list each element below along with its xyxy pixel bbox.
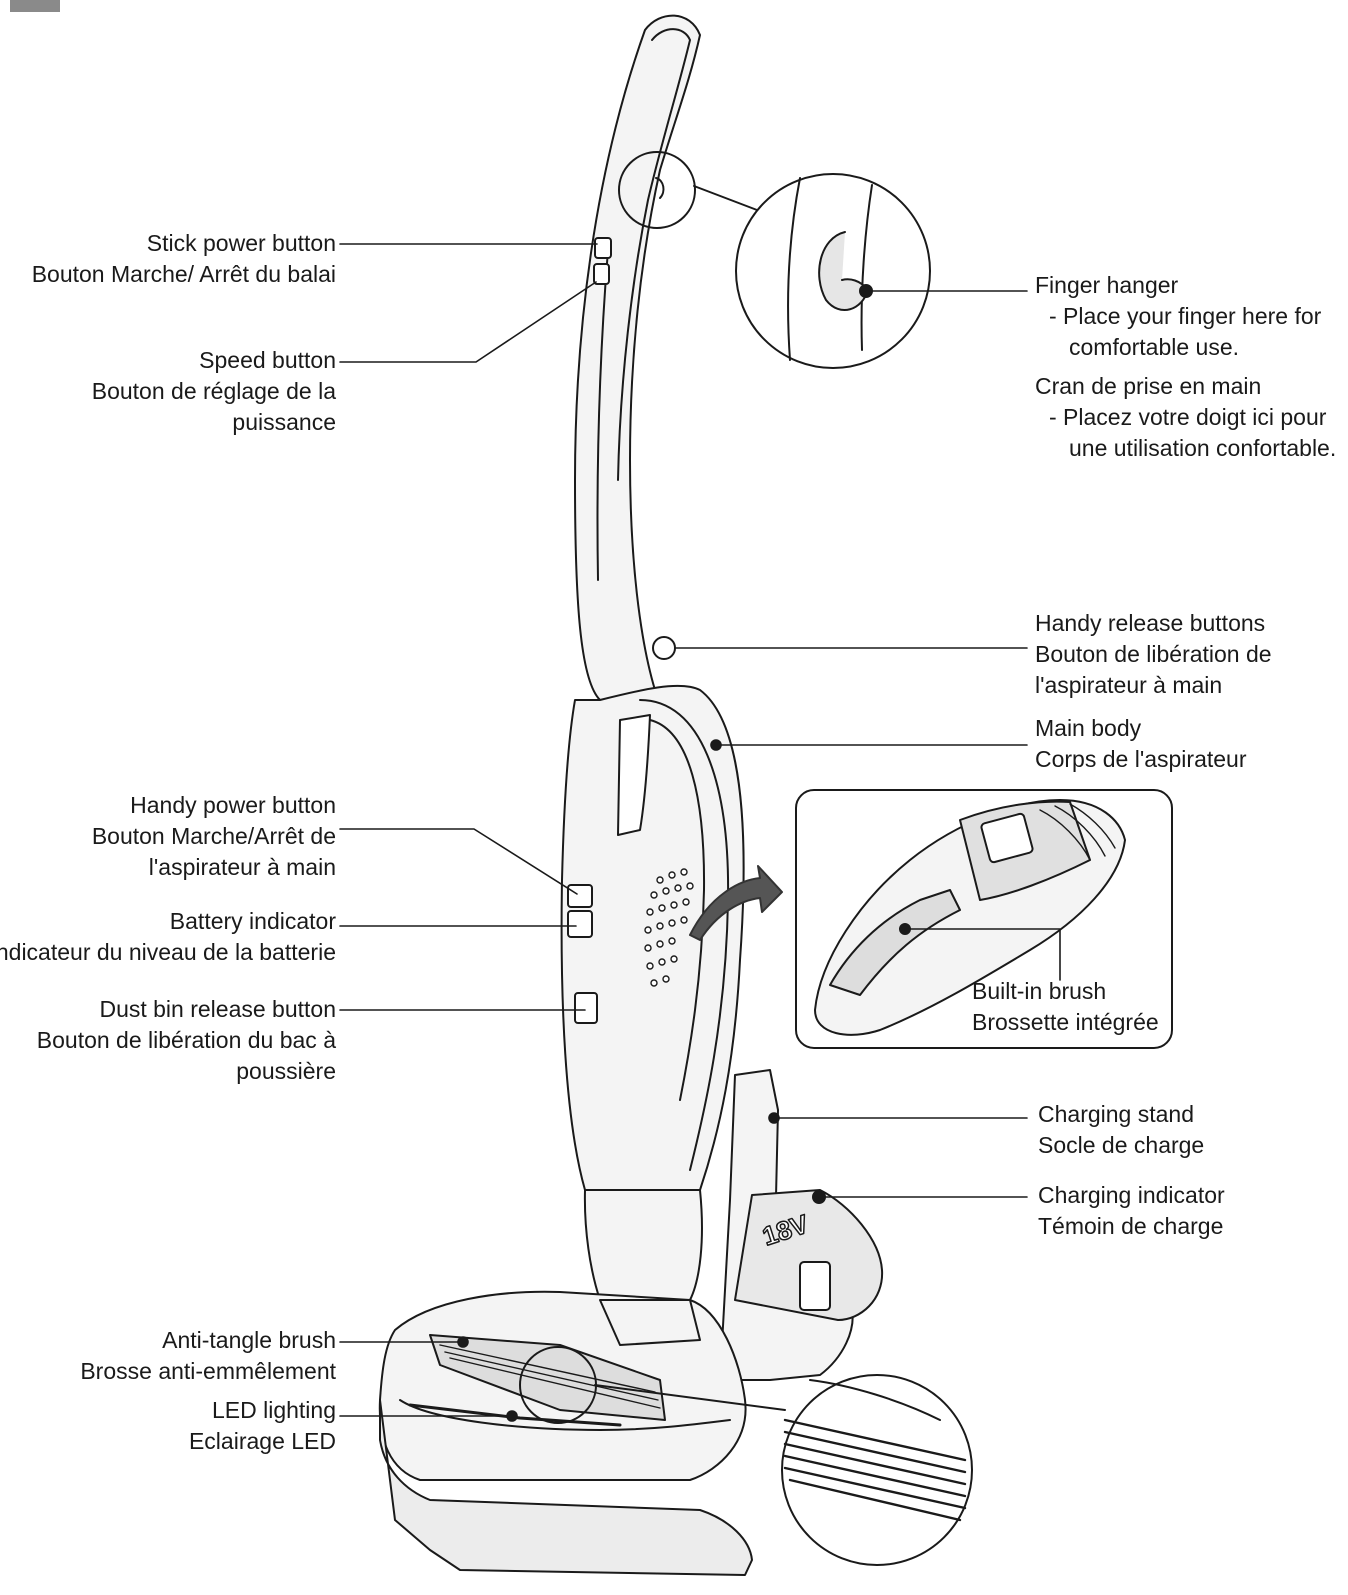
battery-pack: [734, 1189, 884, 1321]
dust-bin-release-label: Dust bin release button Bouton de libéra…: [36, 996, 336, 1084]
brush-zoom-housing: [809, 1379, 941, 1421]
stick-edge-line: [596, 249, 609, 581]
finger-hanger-zoom-edge1: [787, 177, 801, 361]
lower-body: [583, 1189, 703, 1301]
stick-handle: [574, 14, 701, 701]
main-body-outer: [560, 684, 745, 1191]
battery-indicator-label: Battery indicator Indicateur du niveau d…: [0, 908, 336, 965]
built-in-brush-shape: [829, 889, 961, 996]
finger-hanger-zoom-edge2: [860, 184, 873, 351]
dust-bin-window: [617, 714, 651, 836]
brush-stripes: [439, 1344, 661, 1409]
floor-nozzle-rim: [399, 1399, 731, 1431]
brush-zoom-circle: [781, 1374, 973, 1566]
handy-release-buttons-label: Handy release buttons Bouton de libérati…: [1035, 610, 1272, 698]
handy-unit-latch: [980, 812, 1034, 864]
finger-hanger-callout-circle: [618, 151, 696, 229]
charging-indicator-label: Charging indicator Témoin de charge: [1038, 1182, 1225, 1239]
brush-zoom-stripes: [783, 1418, 967, 1522]
built-in-brush-label: Built-in brush Brossette intégrée: [972, 978, 1159, 1035]
handy-power-button-shape: [567, 884, 593, 908]
battery-indicator-shape: [567, 910, 593, 938]
grille-dots: [644, 868, 694, 987]
zoom-connector-bottom: [594, 1384, 786, 1411]
stick-handle-inner: [617, 28, 691, 481]
charging-stand-label: Charging stand Socle de charge: [1038, 1101, 1205, 1158]
speed-button-shape: [593, 263, 610, 285]
stick-power-button-label: Stick power button Bouton Marche/ Arrêt …: [31, 230, 336, 287]
stick-power-button-shape: [594, 237, 612, 259]
leader-lines: [339, 243, 1061, 1422]
dust-bin-release-shape: [574, 992, 598, 1024]
finger-hanger-zoom-hook: [818, 231, 869, 311]
detail-arrow: [689, 865, 783, 941]
handy-release-button-shape: [652, 636, 676, 660]
anti-tangle-brush-label: Anti-tangle brush Brosse anti-emmêlement: [80, 1327, 336, 1384]
finger-hanger-notch: [655, 177, 665, 199]
main-body-arc-inner: [649, 719, 706, 1101]
speed-button-label: Speed button Bouton de réglage de la pui…: [91, 347, 336, 435]
floor-nozzle-base: [379, 1399, 753, 1576]
corner-tab: [10, 0, 60, 12]
led-lighting-label: LED lighting Eclairage LED: [188, 1397, 336, 1454]
led-lighting-strip: [408, 1403, 622, 1427]
handy-unit-ribs: [1039, 803, 1116, 861]
neck-joint: [599, 1299, 701, 1346]
zoom-connector-top: [693, 185, 758, 211]
finger-hanger-label: Finger hanger - Place your finger here f…: [1035, 272, 1337, 461]
battery-latch: [799, 1261, 831, 1311]
handy-power-button-label: Handy power button Bouton Marche/Arrêt d…: [91, 792, 336, 880]
main-body-label: Main body Corps de l'aspirateur: [1035, 715, 1247, 772]
